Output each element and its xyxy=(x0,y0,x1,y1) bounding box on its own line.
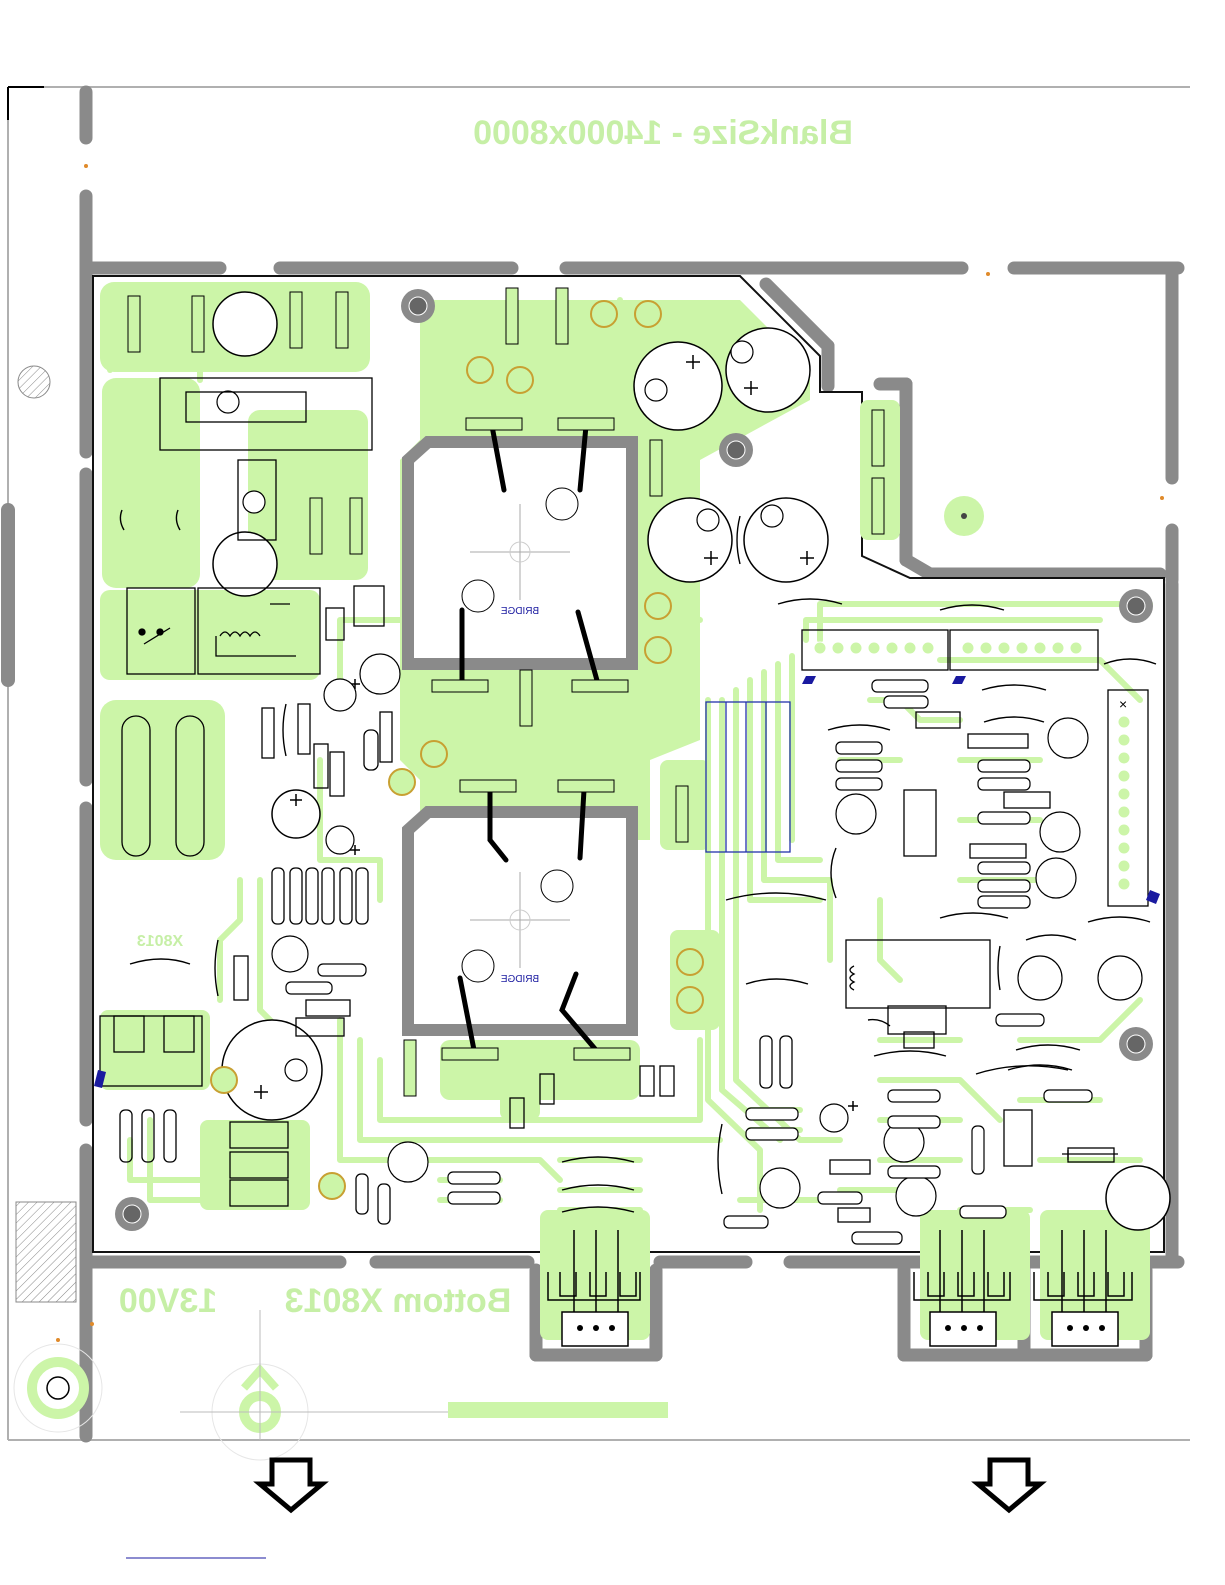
connector-pin1-mark: × xyxy=(1119,696,1127,712)
mounting-hole-icon xyxy=(115,1197,149,1231)
bridge-rectifier-upper: BRIDGE xyxy=(408,426,632,684)
down-arrow-icon xyxy=(260,1460,322,1510)
hatch-circle xyxy=(18,366,50,398)
bottom-label: Bottom X8013 xyxy=(285,1282,512,1320)
board-id-label: X8013 xyxy=(137,933,183,950)
bridge-rectifier-lower: BRIDGE xyxy=(408,790,632,1050)
version-label: 13V00 xyxy=(119,1282,217,1320)
bridge-lower-label: BRIDGE xyxy=(501,974,540,985)
hatch-area xyxy=(16,1202,76,1302)
mounting-hole-icon xyxy=(401,289,435,323)
mounting-hole-icon xyxy=(1119,1027,1153,1061)
mounting-hole-icon xyxy=(1119,589,1153,623)
mounting-hole-icon xyxy=(719,433,753,467)
down-arrow-icon xyxy=(978,1460,1040,1510)
bridge-upper-label: BRIDGE xyxy=(501,606,540,617)
blank-size-label: BlankSize - 14000x8000 xyxy=(473,114,853,152)
